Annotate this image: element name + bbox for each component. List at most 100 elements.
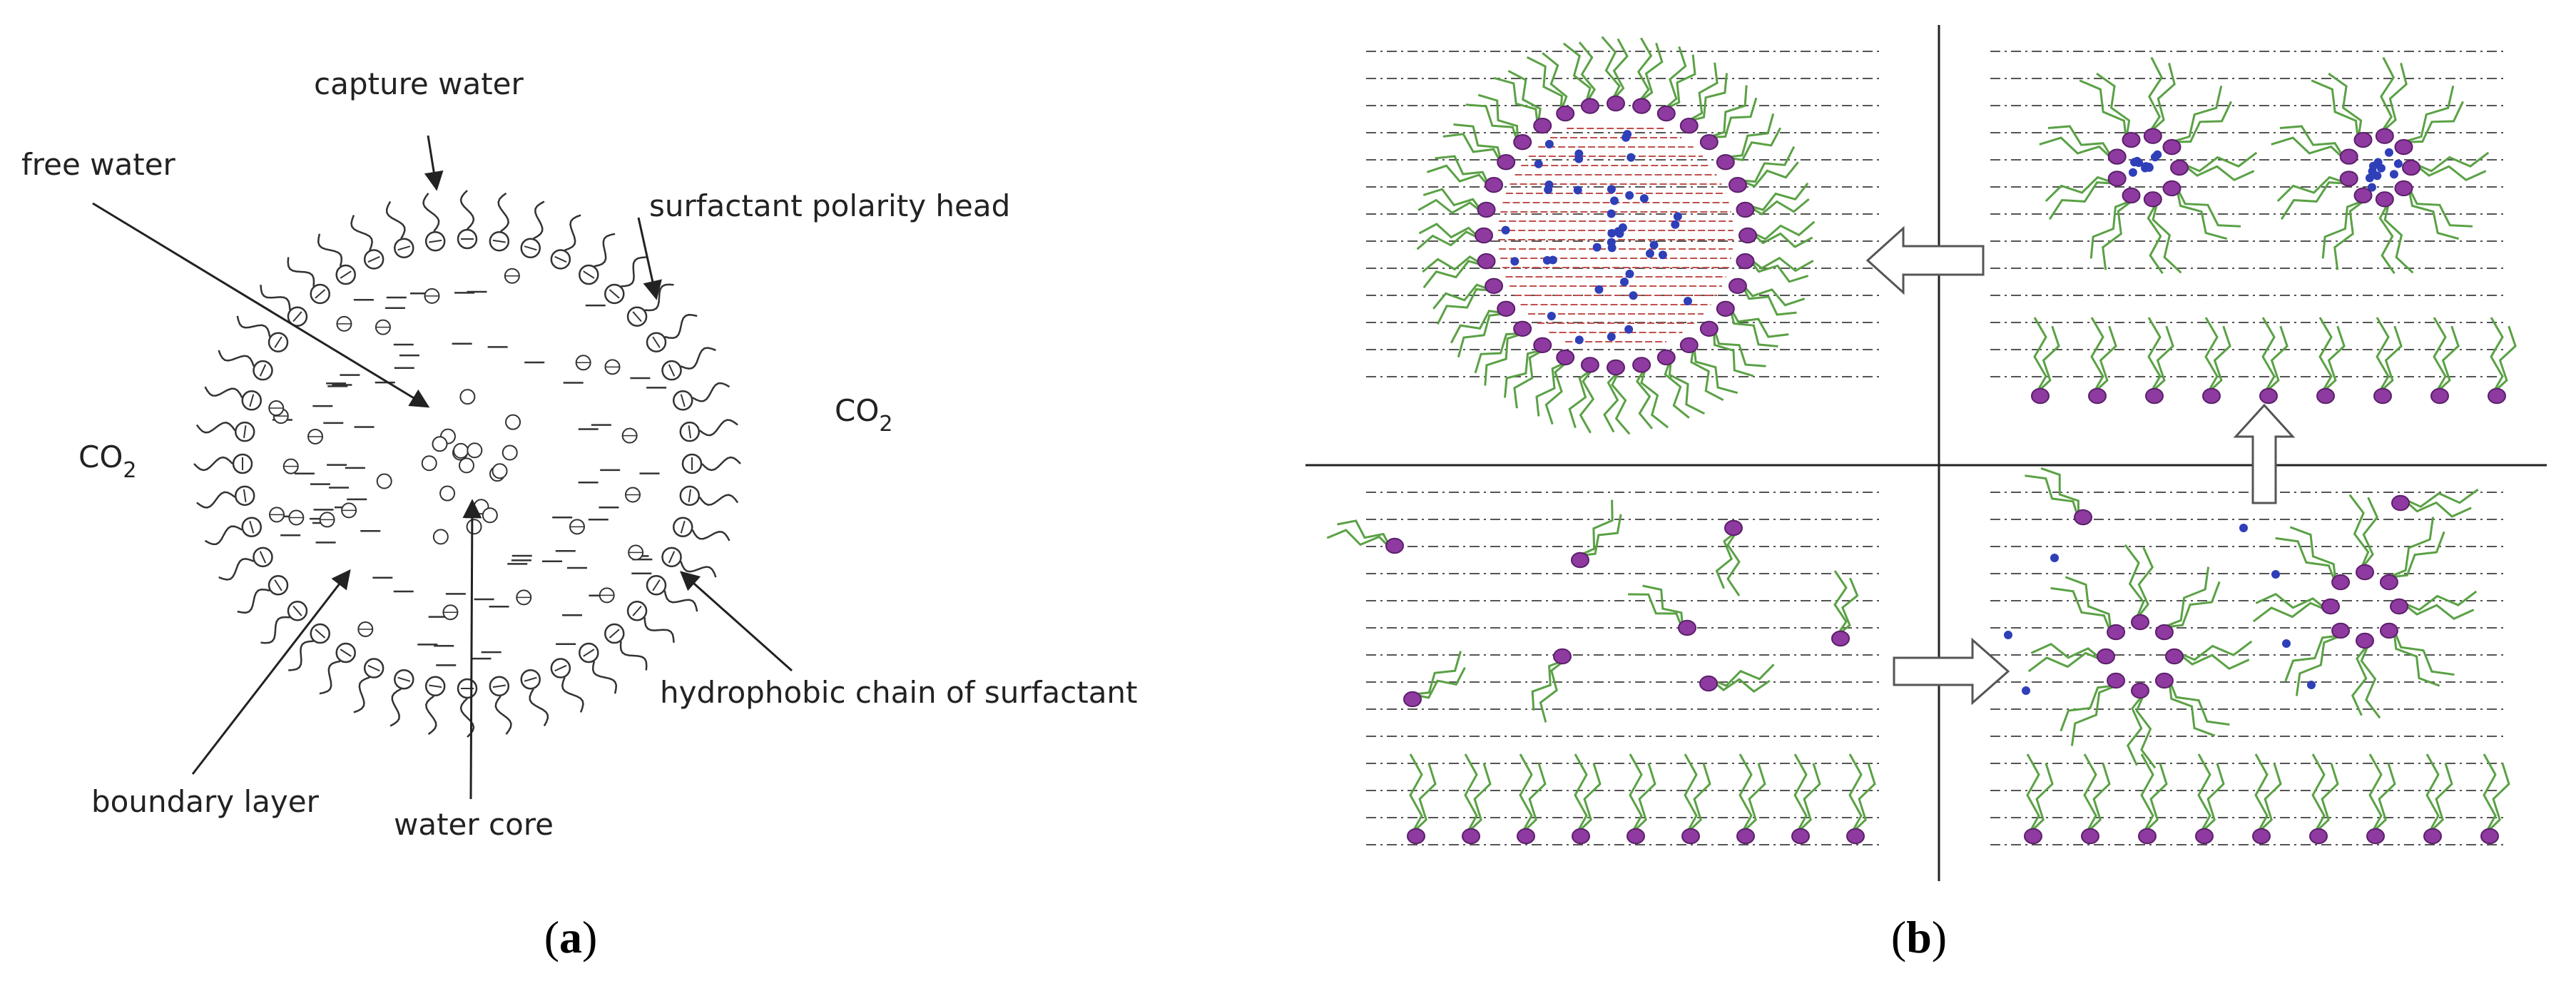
- surfactant-head: [1699, 320, 1719, 337]
- surfactant-head: [2394, 180, 2413, 197]
- surfactant-tail: [2026, 753, 2040, 837]
- co2-text: CO: [78, 439, 123, 474]
- surfactant-head: [1513, 320, 1532, 337]
- surfactant-head: [1632, 98, 1651, 114]
- surfactant-tail: [2147, 198, 2164, 275]
- surfactant-tail: [1611, 366, 1631, 435]
- surfactant-tail: [2426, 763, 2453, 836]
- surfactant-tail: [2178, 151, 2258, 173]
- free-water-arrow: [92, 202, 430, 408]
- hydrophobic-tail: [237, 588, 270, 614]
- water-dot: [2368, 167, 2377, 176]
- surfactant-tail: [1721, 113, 1775, 159]
- hydrophobic-tail: [350, 215, 373, 251]
- surfactant-tail: [2401, 496, 2472, 518]
- surfactant-head: [1385, 537, 1404, 554]
- surfactant-tail: [2284, 634, 2345, 682]
- surfactant-tail: [2141, 763, 2168, 836]
- polar-head-mark: [243, 489, 247, 502]
- water-dot: [1573, 185, 1582, 195]
- surfactant-head: [1607, 359, 1625, 376]
- surfactant-tail: [1833, 570, 1848, 639]
- surfactant-head: [2375, 128, 2394, 144]
- water-dot: [1623, 130, 1632, 139]
- surfactant-tail: [2146, 56, 2164, 137]
- surfactant-tail: [2295, 633, 2346, 696]
- polar-head-mark: [367, 664, 380, 672]
- surfactant-head: [1736, 253, 1755, 270]
- water-dot: [1658, 250, 1667, 260]
- surfactant-tail: [1739, 280, 1797, 316]
- surfactant-tail: [2255, 763, 2282, 836]
- water-dot: [1620, 278, 1629, 287]
- surfactant-tail: [1574, 763, 1602, 836]
- surfactant-tail: [1578, 41, 1597, 107]
- surfactant-tail: [1450, 310, 1510, 344]
- hydrophobic-tail: [619, 641, 648, 671]
- polar-head-mark: [524, 245, 537, 251]
- surfactant-head: [1831, 630, 1850, 647]
- surfactant-tail: [1409, 753, 1423, 837]
- surfactant-tail: [2174, 184, 2228, 240]
- surfactant-tail: [2255, 592, 2331, 614]
- surfactant-head: [1607, 95, 1625, 112]
- surfactant-head: [1533, 337, 1552, 354]
- surfactant-tail: [2047, 125, 2116, 163]
- surfactant-tail: [1416, 230, 1485, 250]
- surfactant-tail: [1442, 133, 1505, 168]
- surfactant-head: [2394, 138, 2413, 156]
- free-water-molecule: [502, 444, 518, 461]
- boundary-layer-arrow: [191, 569, 351, 775]
- surfactant-tail: [2392, 626, 2440, 687]
- surfactant-head: [2366, 828, 2385, 845]
- water-dot: [1574, 154, 1584, 163]
- surfactant-head: [2145, 387, 2164, 405]
- surfactant-tail: [2311, 79, 2360, 143]
- surfactant-tail: [2198, 763, 2225, 836]
- water-dot: [1649, 240, 1659, 250]
- surfactant-head: [1477, 201, 1496, 218]
- surfactant-tail: [2399, 85, 2455, 145]
- surfactant-head: [1699, 133, 1719, 151]
- hydrophobic-tail: [698, 419, 738, 437]
- water-dot: [1547, 312, 1556, 321]
- surfactant-tail: [1736, 161, 1799, 188]
- surfactant-tail: [1722, 127, 1782, 161]
- hydrophobic-tail: [204, 525, 243, 546]
- hydrophobic-tail: [691, 529, 730, 542]
- water-dot: [1610, 196, 1619, 205]
- water-dot: [1607, 332, 1616, 342]
- polar-head-mark: [259, 551, 267, 564]
- boundary-layer-label: boundary layer: [91, 784, 320, 819]
- water-dot: [2239, 524, 2248, 532]
- polar-head-mark: [668, 364, 676, 377]
- surfactant-head: [2024, 828, 2042, 845]
- hydrophobic-tail: [664, 313, 698, 340]
- surfactant-tail: [1504, 347, 1547, 398]
- hydrophobic-tail: [236, 315, 271, 337]
- surfactant-head: [1736, 201, 1755, 218]
- surfactant-head: [2390, 598, 2408, 615]
- surfactant-tail: [2160, 581, 2221, 629]
- polar-head-mark: [397, 676, 411, 682]
- polar-head-mark: [688, 425, 692, 439]
- free-water-molecule: [492, 463, 508, 479]
- surfactant-tail: [2091, 325, 2117, 396]
- surfactant-tail: [1690, 342, 1724, 402]
- surfactant-tail: [2167, 85, 2223, 145]
- surfactant-tail: [2483, 753, 2497, 837]
- polar-head-mark: [429, 239, 442, 243]
- hydrophobic-tail: [288, 640, 314, 671]
- surfactant-tail: [2135, 689, 2157, 769]
- surfactant-tail: [1708, 676, 1771, 693]
- surfactant-tail: [2027, 763, 2054, 836]
- surfactant-head: [2165, 648, 2184, 665]
- surfactant-tail: [1477, 93, 1519, 146]
- surfactant-head: [1699, 675, 1718, 692]
- surfactant-tail: [1465, 763, 1492, 836]
- surfactant-tail: [2399, 599, 2475, 621]
- polarity-head-arrow: [637, 217, 662, 300]
- surfactant-head: [1738, 227, 1757, 244]
- free-water-molecule: [376, 473, 392, 489]
- polar-head-mark: [680, 520, 686, 534]
